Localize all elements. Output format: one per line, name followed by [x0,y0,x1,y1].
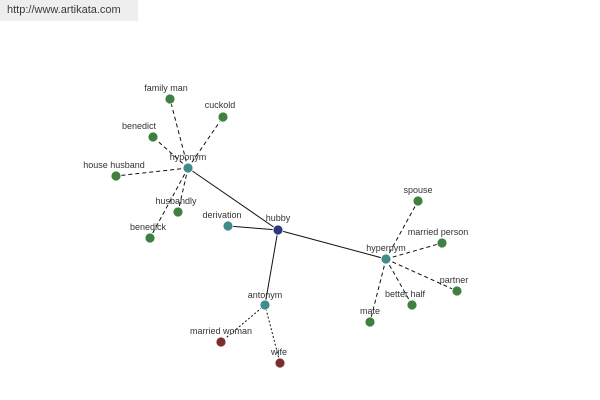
edge-hypernym-better-half [385,258,413,306]
relation-derivation-label[interactable]: derivation [202,210,241,220]
center-word-hubby-node[interactable] [272,224,284,236]
word-cuckold-label[interactable]: cuckold [205,100,236,110]
relation-antonym-node[interactable] [259,299,271,311]
edge-hypernym-married-person [385,242,443,260]
word-married-person-node[interactable] [436,237,448,249]
word-husbandly-label[interactable]: husbandly [155,196,197,206]
edge-hyponym-house-husband [115,167,189,177]
edge-hypernym-mate [369,258,387,323]
relation-hypernym-label[interactable]: hypernym [366,243,406,253]
graph-edges [115,98,458,364]
center-word-hubby-label[interactable]: hubby [266,213,291,223]
word-family-man-label[interactable]: family man [144,83,188,93]
word-married-person-label[interactable]: married person [408,227,469,237]
relation-hypernym-node[interactable] [380,253,392,265]
relation-antonym-label[interactable]: antonym [248,290,283,300]
word-family-man-node[interactable] [164,93,176,105]
word-husbandly-node[interactable] [172,206,184,218]
edge-antonym-married-woman [220,304,266,343]
word-better-half-node[interactable] [406,299,418,311]
word-partner-label[interactable]: partner [440,275,469,285]
word-married-woman-label[interactable]: married woman [190,326,252,336]
site-url-link[interactable]: http://www.artikata.com [7,4,121,16]
word-mate-label[interactable]: mate [360,306,380,316]
relation-hyponym-node[interactable] [182,162,194,174]
word-partner-node[interactable] [451,285,463,297]
url-banner: http://www.artikata.com [0,0,138,21]
edge-hyponym-family-man [169,98,189,169]
word-mate-node[interactable] [364,316,376,328]
word-house-husband-label[interactable]: house husband [83,160,145,170]
word-married-woman-node[interactable] [215,336,227,348]
edge-antonym-wife [264,304,281,364]
edge-hyponym-cuckold [187,116,224,169]
edge-hyponym-husbandly [177,167,189,213]
word-benedict-label[interactable]: benedict [122,121,157,131]
graph-nodes: family man cuckold benedict house husband hu… [83,83,469,369]
edge-hypernym-partner [385,258,458,292]
word-wife-label[interactable]: wife [270,347,287,357]
word-house-husband-node[interactable] [110,170,122,182]
word-wife-node[interactable] [274,357,286,369]
edge-hyponym-benedict [152,136,189,169]
edge-hubby-hyponym [187,167,279,231]
word-cuckold-node[interactable] [217,111,229,123]
edge-hyponym-benedick [149,167,189,239]
word-spouse-label[interactable]: spouse [403,185,432,195]
relation-hyponym-label[interactable]: hyponym [170,152,207,162]
edge-hubby-derivation [227,225,279,231]
edge-hubby-antonym [264,229,279,306]
word-better-half-label[interactable]: better half [385,289,426,299]
edge-hubby-hypernym [277,229,387,260]
word-benedick-node[interactable] [144,232,156,244]
relation-derivation-node[interactable] [222,220,234,232]
word-benedick-label[interactable]: benedick [130,222,167,232]
word-benedict-node[interactable] [147,131,159,143]
word-spouse-node[interactable] [412,195,424,207]
